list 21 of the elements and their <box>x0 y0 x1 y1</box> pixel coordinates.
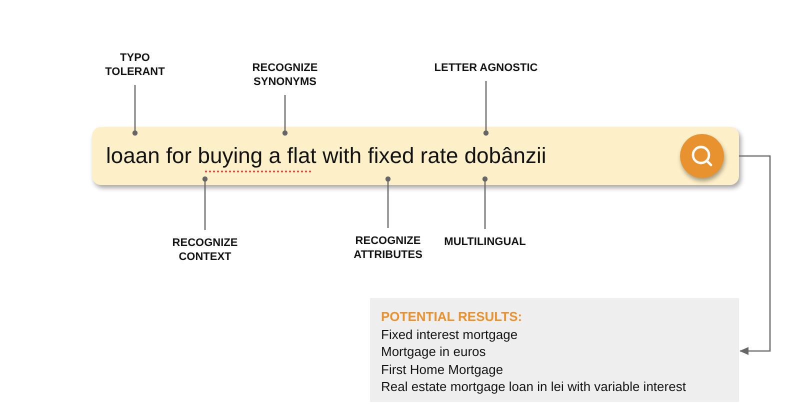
leader-line <box>202 176 208 230</box>
feature-label: RECOGNIZE SYNONYMS <box>245 61 325 89</box>
result-item: Mortgage in euros <box>381 343 486 360</box>
feature-label: RECOGNIZE ATTRIBUTES <box>348 234 428 262</box>
results-heading: POTENTIAL RESULTS: <box>381 308 522 326</box>
feature-label: LETTER AGNOSTIC <box>434 61 538 75</box>
query-text: loaan for buying a flat with fixed rate dobânzii <box>106 143 546 168</box>
leader-line <box>483 81 489 136</box>
leader-line <box>482 176 488 229</box>
results-panel <box>370 298 739 402</box>
result-item: First Home Mortgage <box>381 360 504 378</box>
leader-line <box>385 176 391 228</box>
feature-label: RECOGNIZE CONTEXT <box>165 236 245 264</box>
arrow <box>739 155 771 355</box>
feature-label: MULTILINGUAL <box>444 235 526 249</box>
result-item: Fixed interest mortgage <box>381 326 518 343</box>
leader-line <box>132 85 138 136</box>
feature-label: TYPO TOLERANT <box>99 51 171 79</box>
result-item: Real estate mortgage loan in lei with variable interest <box>381 378 686 396</box>
search-field <box>92 127 739 185</box>
leader-line <box>282 95 288 136</box>
